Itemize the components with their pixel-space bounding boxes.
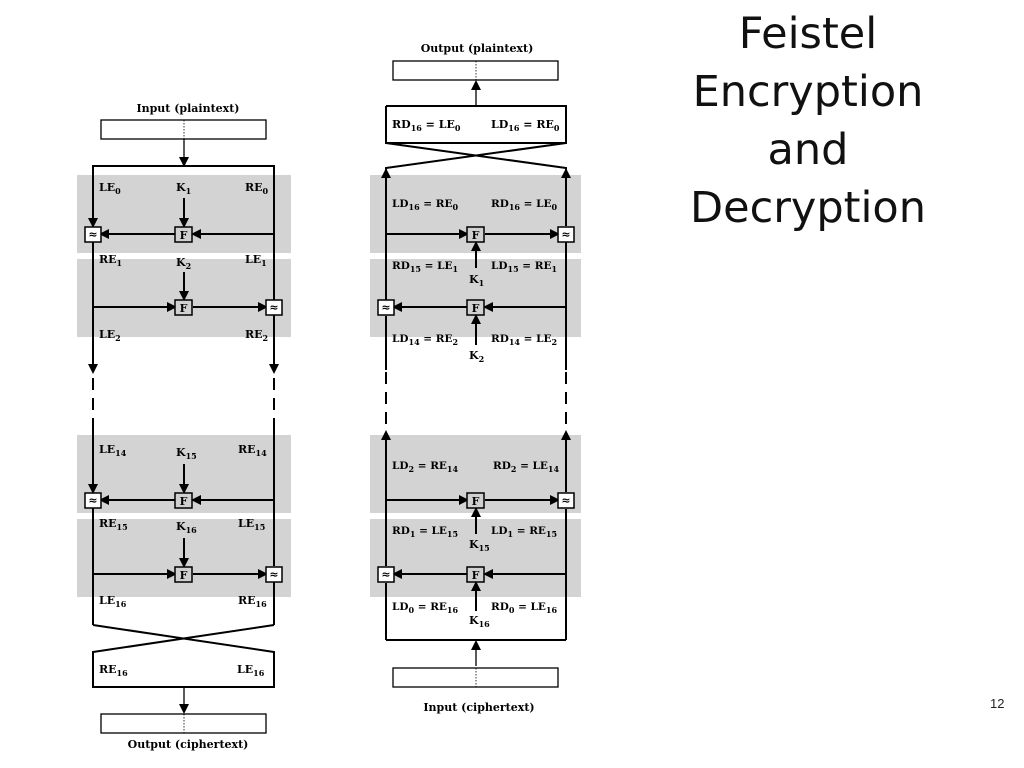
- enc-label-k16: K16: [176, 520, 197, 535]
- svg-text:F: F: [180, 302, 188, 315]
- enc-f-box: F: [174, 566, 193, 583]
- dec-xor-icon: ≈: [377, 566, 395, 583]
- svg-text:F: F: [472, 302, 480, 315]
- slide-title-line-3: and: [767, 125, 849, 175]
- dec-eq-rd0: RD0 = LE16: [491, 601, 557, 615]
- svg-text:F: F: [180, 229, 188, 242]
- enc-input-label: Input (plaintext): [136, 102, 239, 115]
- dec-eq-ld15: LD15 = RE1: [491, 260, 557, 274]
- slide-title-line-4: Decryption: [690, 183, 926, 233]
- enc-label-le2: LE2: [99, 328, 121, 343]
- dec-eq-ld16: LD16 = RE0: [392, 198, 458, 212]
- dec-input-box: [392, 667, 559, 688]
- svg-text:≈: ≈: [88, 228, 97, 241]
- svg-text:F: F: [180, 495, 188, 508]
- enc-xor-icon: ≈: [265, 299, 283, 316]
- enc-label-k2: K2: [176, 256, 191, 271]
- enc-label-re2: RE2: [245, 328, 268, 343]
- dec-xor-icon: ≈: [557, 492, 575, 509]
- enc-label-k15: K15: [176, 446, 197, 461]
- enc-label-re1: RE1: [99, 253, 122, 268]
- svg-text:≈: ≈: [88, 494, 97, 507]
- svg-text:≈: ≈: [269, 301, 278, 314]
- slide-title-line-2: Encryption: [692, 67, 924, 117]
- slide-number: 12: [990, 696, 1005, 711]
- svg-text:F: F: [180, 569, 188, 582]
- enc-label-re0: RE0: [245, 181, 269, 196]
- svg-text:F: F: [472, 495, 480, 508]
- svg-text:≈: ≈: [381, 301, 390, 314]
- enc-f-box: F: [174, 492, 193, 509]
- enc-label-le15: LE15: [238, 517, 265, 532]
- enc-label-le16: LE16: [99, 594, 127, 609]
- dec-top-box-right-label: LD16 = RE0: [491, 118, 560, 133]
- enc-label-re14: RE14: [238, 443, 267, 458]
- dec-eq-ld2: LD2 = RE14: [392, 460, 458, 474]
- dec-f-box: F: [466, 299, 485, 316]
- enc-f-box: F: [174, 226, 193, 243]
- dec-eq-ld14: LD14 = RE2: [392, 333, 458, 347]
- enc-xor-icon: ≈: [84, 492, 102, 509]
- dec-eq-rd15: RD15 = LE1: [392, 260, 458, 274]
- dec-f-box: F: [466, 566, 485, 583]
- svg-text:F: F: [472, 229, 480, 242]
- svg-text:≈: ≈: [561, 228, 570, 241]
- enc-xor-icon: ≈: [84, 226, 102, 243]
- dec-eq-rd14: RD14 = LE2: [491, 333, 557, 347]
- decryption-panel: Output (plaintext) RD16 = LE0 LD16 = RE0: [370, 42, 581, 714]
- enc-label-re15: RE15: [99, 517, 128, 532]
- dec-eq-rd1: RD1 = LE15: [392, 525, 458, 539]
- svg-text:≈: ≈: [381, 568, 390, 581]
- svg-text:F: F: [472, 569, 480, 582]
- dec-label-k15: K15: [469, 538, 490, 553]
- dec-eq-rd16: RD16 = LE0: [491, 198, 557, 212]
- dec-label-k16: K16: [469, 614, 490, 629]
- enc-label-le0: LE0: [99, 181, 121, 196]
- enc-label-le14: LE14: [99, 443, 127, 458]
- dec-f-box: F: [466, 492, 485, 509]
- dec-xor-icon: ≈: [377, 299, 395, 316]
- dec-f-box: F: [466, 226, 485, 243]
- enc-swap-right-label: LE16: [237, 663, 265, 678]
- dec-eq-ld0: LD0 = RE16: [392, 601, 458, 615]
- svg-text:≈: ≈: [269, 568, 278, 581]
- enc-label-re16: RE16: [238, 594, 267, 609]
- enc-swap-left-label: RE16: [99, 663, 128, 678]
- svg-text:≈: ≈: [561, 494, 570, 507]
- enc-f-box: F: [174, 299, 193, 316]
- dec-input-label: Input (ciphertext): [423, 701, 534, 714]
- dec-label-k2: K2: [469, 349, 484, 364]
- slide-title-line-1: Feistel: [738, 9, 878, 59]
- enc-label-le1: LE1: [245, 253, 267, 268]
- enc-input-box: [100, 119, 267, 140]
- dec-eq-ld1: LD1 = RE15: [491, 525, 557, 539]
- encryption-panel: Input (plaintext): [77, 102, 291, 751]
- dec-top-box-left-label: RD16 = LE0: [392, 118, 461, 133]
- dec-output-box: [392, 60, 559, 81]
- dec-label-k1: K1: [469, 273, 484, 288]
- enc-output-box: [100, 713, 267, 734]
- enc-label-k1: K1: [176, 181, 191, 196]
- enc-output-label: Output (ciphertext): [128, 738, 249, 751]
- dec-xor-icon: ≈: [557, 226, 575, 243]
- dec-output-label: Output (plaintext): [421, 42, 534, 55]
- dec-eq-rd2: RD2 = LE14: [493, 460, 559, 474]
- enc-xor-icon: ≈: [265, 566, 283, 583]
